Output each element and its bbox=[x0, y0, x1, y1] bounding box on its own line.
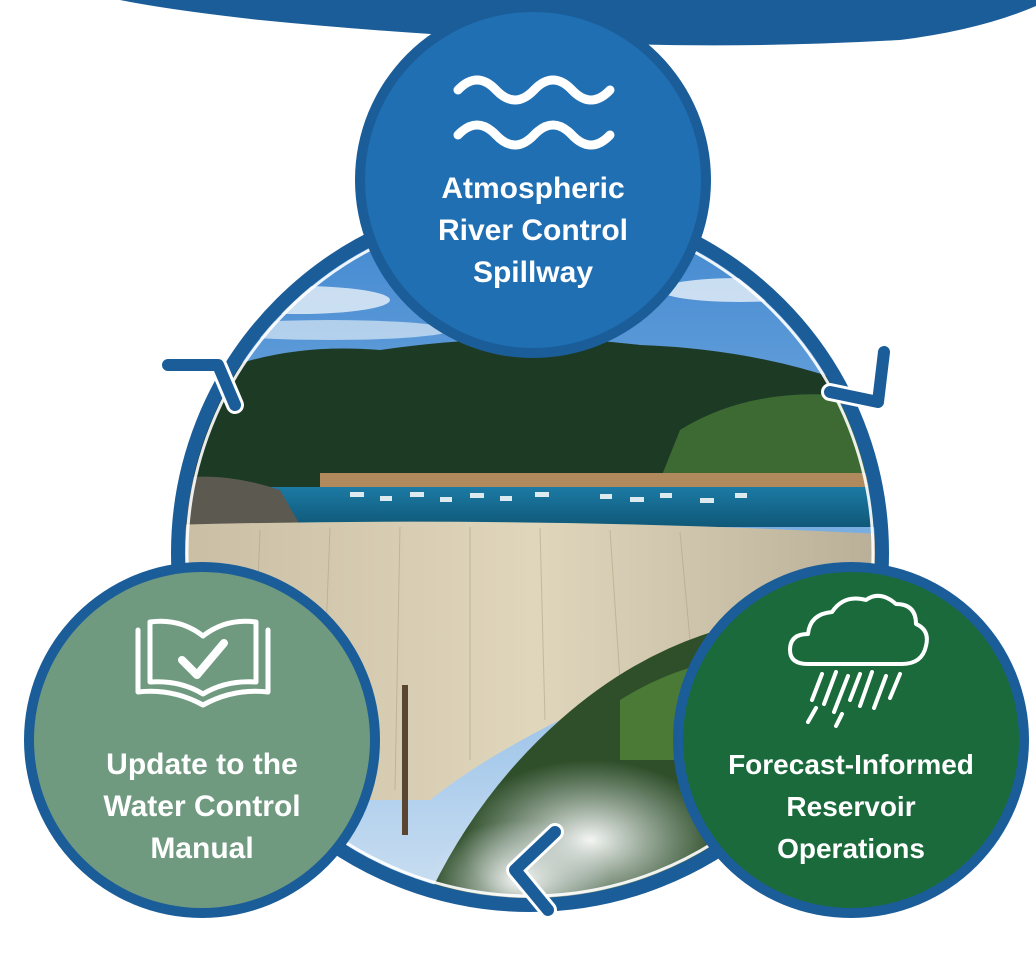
node-forecast-informed-reservoir-operations: Forecast-Informed Reservoir Operations bbox=[673, 562, 1029, 918]
node-atmospheric-river-control-spillway: Atmospheric River Control Spillway bbox=[355, 2, 711, 358]
cycle-arrow-right bbox=[821, 343, 893, 411]
node-top-line-2: River Control bbox=[438, 214, 628, 247]
rain-cloud-icon bbox=[788, 593, 929, 728]
node-top-line-1: Atmospheric bbox=[441, 172, 624, 205]
cycle-arrow-left bbox=[159, 356, 244, 414]
node-update-water-control-manual: Update to the Water Control Manual bbox=[24, 562, 380, 918]
cycle-arrow-bottom bbox=[506, 823, 564, 919]
node-right-line-2: Reservoir bbox=[786, 791, 915, 822]
checked-book-icon bbox=[135, 618, 271, 708]
node-right-line-3: Operations bbox=[777, 833, 925, 864]
node-right-line-1: Forecast-Informed bbox=[728, 749, 974, 780]
waves-icon bbox=[453, 75, 615, 150]
node-left-line-3: Manual bbox=[150, 832, 253, 865]
node-top-fill bbox=[365, 12, 701, 348]
node-left-line-2: Water Control bbox=[103, 790, 300, 823]
node-top-line-3: Spillway bbox=[473, 256, 593, 289]
node-left-line-1: Update to the bbox=[106, 748, 298, 781]
